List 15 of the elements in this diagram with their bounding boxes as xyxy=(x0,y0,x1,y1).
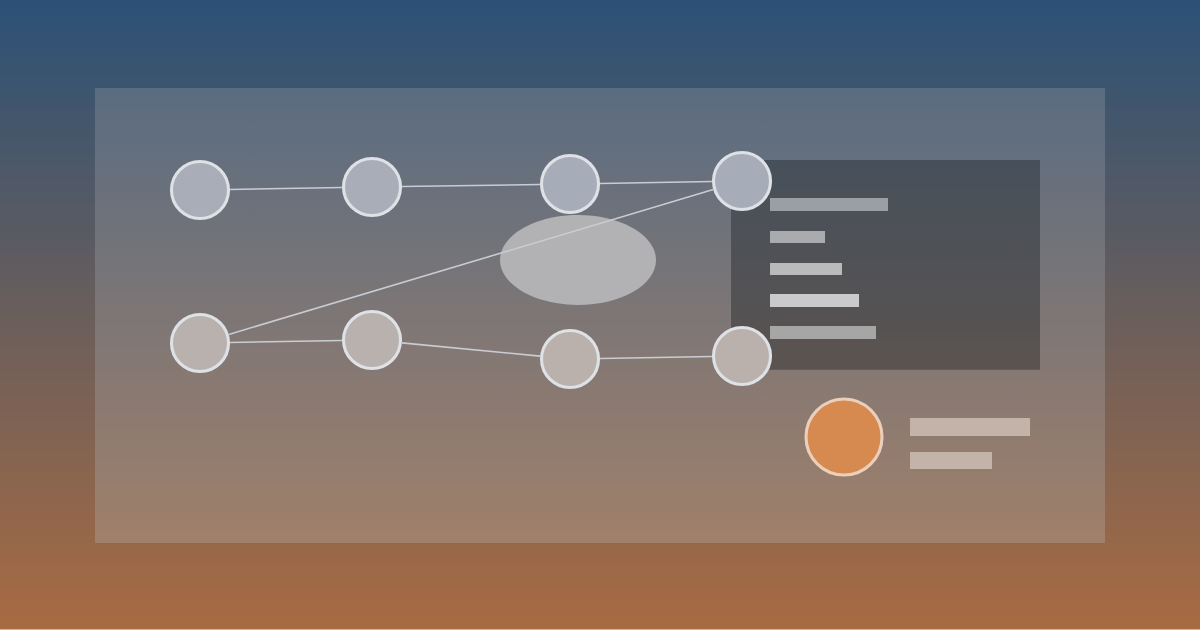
node-circle xyxy=(169,159,231,221)
node-circle xyxy=(341,156,403,218)
connector-line xyxy=(229,186,343,191)
connector-line xyxy=(228,188,714,336)
connector-line xyxy=(599,180,713,185)
node-circle xyxy=(711,325,773,387)
node-circle xyxy=(539,153,601,215)
connector-line xyxy=(401,342,541,357)
node-circle xyxy=(169,312,231,374)
node-circle xyxy=(539,328,601,390)
node-circle xyxy=(711,150,773,212)
connector-line xyxy=(599,355,713,360)
connector-line xyxy=(401,183,541,188)
node-circle xyxy=(341,309,403,371)
connector-line xyxy=(229,339,343,344)
